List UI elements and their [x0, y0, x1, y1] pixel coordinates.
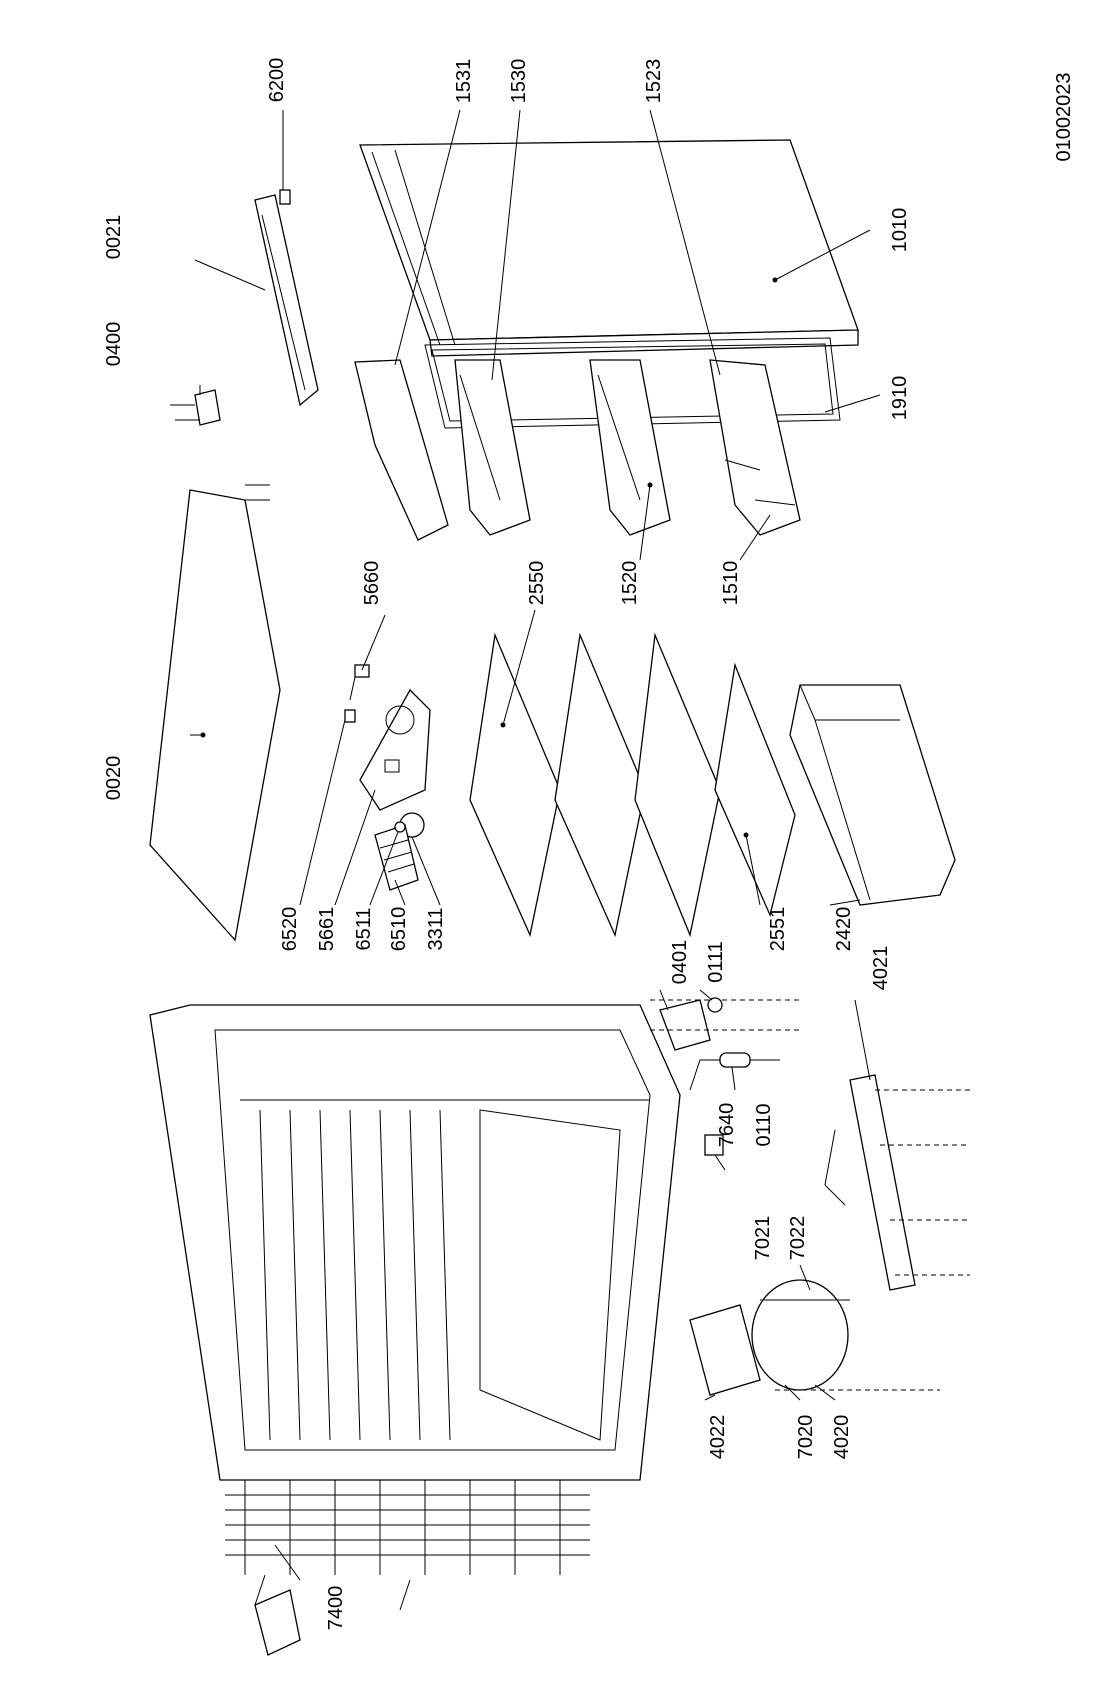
label-7021: 7021	[752, 1216, 774, 1261]
label-2551: 2551	[767, 907, 789, 952]
fastener-0111	[707, 997, 723, 1013]
lamp-6511	[394, 821, 406, 833]
label-1530: 1530	[508, 59, 530, 104]
label-1523: 1523	[643, 59, 665, 104]
door-shelf-1510	[709, 359, 801, 536]
leader-lines	[190, 109, 881, 1581]
label-6520: 6520	[279, 907, 301, 952]
label-0020: 0020	[103, 756, 125, 801]
cabinet-body	[149, 1004, 681, 1481]
condenser-7400	[225, 1479, 590, 1575]
label-6510: 6510	[388, 907, 410, 952]
label-6200: 6200	[266, 58, 288, 103]
label-4022: 4022	[707, 1415, 729, 1460]
hinge-pin-6200	[279, 189, 291, 205]
label-1520: 1520	[619, 561, 641, 606]
label-6511: 6511	[353, 907, 375, 950]
label-1910: 1910	[889, 376, 911, 421]
glass-shelf-2550-c	[634, 632, 721, 938]
top-cover-strip-1531	[354, 359, 449, 541]
label-1010: 1010	[889, 208, 911, 253]
label-0401: 0401	[669, 940, 691, 985]
label-4020: 4020	[831, 1415, 853, 1460]
foot-bracket	[254, 1589, 301, 1656]
label-0021: 0021	[103, 215, 125, 260]
label-0111: 0111	[705, 941, 727, 983]
label-5660: 5660	[361, 561, 383, 606]
label-7640: 7640	[716, 1103, 738, 1148]
crisper-drawer-2420	[789, 684, 956, 906]
label-5661: 5661	[316, 907, 338, 952]
door-gasket-1910	[424, 337, 841, 429]
label-1531: 1531	[453, 59, 475, 104]
label-2550: 2550	[526, 561, 548, 606]
label-3311: 3311	[425, 907, 447, 950]
glass-shelf-2550	[469, 632, 561, 938]
filter-dryer-7640	[689, 1052, 780, 1091]
label-7400: 7400	[325, 1586, 347, 1631]
base-plate-4021	[824, 1074, 970, 1291]
label-1510: 1510	[720, 561, 742, 606]
label-7022: 7022	[787, 1216, 809, 1261]
label-0110: 0110	[753, 1103, 775, 1146]
glass-shelf-2551	[714, 662, 796, 918]
grommet-0110	[704, 1134, 724, 1156]
glass-shelf-2550-b	[554, 632, 646, 938]
bracket-0400	[170, 389, 221, 426]
door-shelf-1520	[589, 359, 671, 536]
document-number: 01002023	[1053, 73, 1075, 162]
worktop-0020	[149, 489, 281, 942]
label-0400: 0400	[103, 322, 125, 367]
door-1010	[359, 139, 859, 357]
switch-6520	[344, 709, 356, 723]
label-4021: 4021	[870, 946, 892, 991]
top-hinge-0021	[254, 194, 319, 407]
label-2420: 2420	[833, 907, 855, 952]
thermostat-housing-5661	[359, 688, 431, 811]
label-7020: 7020	[795, 1415, 817, 1460]
bracket-0401	[650, 999, 800, 1051]
mounting-arrows	[254, 1574, 411, 1611]
door-shelf-1530	[454, 359, 531, 536]
thermostat-5660	[349, 664, 370, 701]
screws-near-worktop	[245, 484, 270, 501]
compressor-7020	[751, 1279, 940, 1391]
evaporation-tray-4022	[689, 1304, 761, 1396]
